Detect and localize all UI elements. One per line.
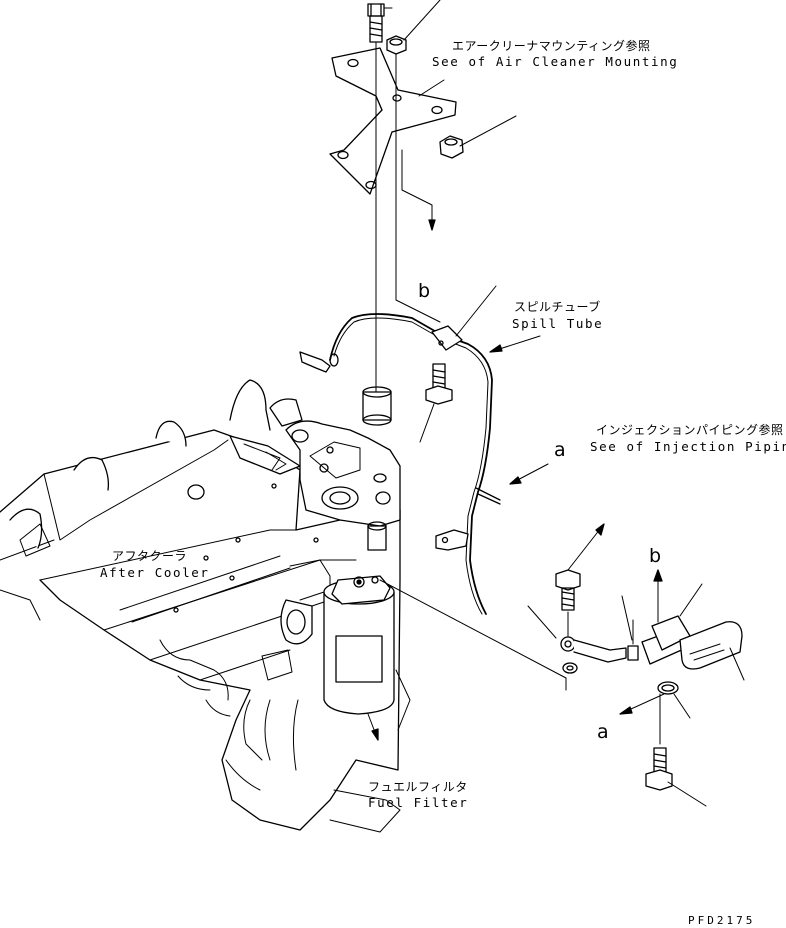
detail-fitting [527, 605, 627, 674]
detail-clamp [619, 681, 691, 745]
marker-b-detail: b [649, 545, 662, 567]
detail-bolt [555, 523, 605, 637]
after-cooler-label-jp: アフタクーラ [112, 549, 188, 563]
marker-b-upper: b [418, 280, 431, 302]
detail-bottom-bolt [645, 747, 707, 807]
spill-tube-label-en: Spill Tube [512, 316, 604, 331]
top-nut [386, 0, 441, 55]
drawing-code: PFD2175 [688, 914, 756, 927]
injection-label-jp: インジェクションパイピング参照 [596, 423, 784, 437]
detail-hose [641, 569, 745, 681]
spill-bolt [419, 363, 453, 443]
spacer [362, 386, 392, 426]
center-lines [375, 41, 441, 401]
fuel-filter-label-jp: フュエルフィルタ [368, 780, 468, 794]
after-cooler-label-en: After Cooler [100, 565, 210, 580]
spill-tube-label-jp: スピルチューブ [514, 300, 601, 314]
air-cleaner-label-en: See of Air Cleaner Mounting [432, 54, 679, 69]
fuel-filter [323, 575, 567, 741]
engine-block [0, 379, 411, 833]
air-cleaner-label-jp: エアークリーナマウンティング参照 [452, 39, 651, 53]
marker-a-right: a [554, 439, 566, 461]
fuel-filter-label-en: Fuel Filter [368, 795, 469, 810]
mounting-bracket [329, 47, 457, 195]
detail-clip [621, 595, 639, 661]
top-bolt [367, 3, 393, 43]
marker-a-detail: a [597, 721, 609, 743]
bracket-nut [439, 115, 517, 159]
spill-tube [299, 285, 549, 615]
injection-label-en: See of Injection Piping [590, 439, 786, 454]
